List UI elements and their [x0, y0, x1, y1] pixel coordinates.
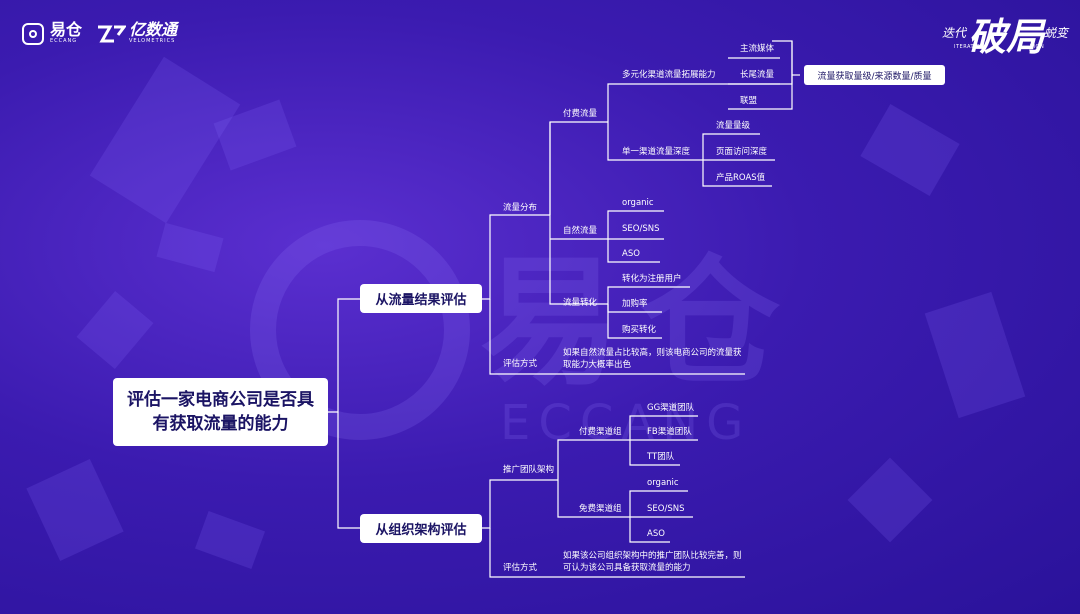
- node-traffic-distribution: 流量分布: [503, 203, 538, 213]
- corner-main-text: 破局: [968, 14, 1045, 59]
- velometrics-logo-icon: [98, 25, 126, 42]
- node-gg-team: GG渠道团队: [647, 403, 695, 413]
- node-add-to-cart: 加购率: [622, 299, 648, 309]
- result-box-label: 流量获取量级/来源数量/质量: [817, 71, 932, 82]
- corner-sub-right: TION: [1030, 44, 1045, 50]
- eccang-logo-sub: ECCANG: [50, 38, 78, 44]
- node-eval-method: 评估方式: [503, 359, 538, 369]
- node-purchase: 购买转化: [622, 325, 657, 335]
- root-label: 评估一家电商公司是否具有获取流量的能力: [127, 390, 314, 434]
- node-conversion: 流量转化: [563, 298, 598, 308]
- node-org-note: 如果该公司组织架构中的推广团队比较完善，则可认为该公司具备获取流量的能力: [563, 551, 742, 573]
- node-traffic-note: 如果自然流量占比较高，则该电商公司的流量获取能力大概率出色: [563, 348, 742, 370]
- node-aso-2: ASO: [647, 529, 665, 539]
- node-promo-team: 推广团队架构: [503, 465, 555, 475]
- node-seo-sns-2: SEO/SNS: [647, 504, 685, 514]
- eccang-logo-text: 易仓: [50, 20, 83, 39]
- node-page-depth: 页面访问深度: [716, 147, 768, 157]
- corner-sub-left: ITERATION: [954, 44, 985, 50]
- node-free-group: 免费渠道组: [579, 504, 622, 514]
- node-single-channel: 单一渠道流量深度: [622, 147, 691, 157]
- node-seo-sns: SEO/SNS: [622, 224, 660, 234]
- velometrics-logo-sub: VELOMETRICS: [129, 38, 176, 44]
- node-mainstream-media: 主流媒体: [740, 44, 775, 54]
- branch-traffic-label: 从流量结果评估: [375, 293, 467, 308]
- node-tt-team: TT团队: [647, 452, 675, 462]
- node-long-tail: 长尾流量: [740, 70, 775, 80]
- root-node: 评估一家电商公司是否具有获取流量的能力: [113, 378, 328, 446]
- velometrics-logo: 亿数通 VELOMETRICS: [96, 22, 177, 45]
- node-paid-group: 付费渠道组: [579, 427, 622, 437]
- eccang-logo: 易仓 ECCANG: [22, 22, 82, 45]
- eccang-logo-icon: [22, 22, 44, 45]
- node-paid-traffic: 付费流量: [563, 109, 598, 119]
- node-natural-traffic: 自然流量: [563, 226, 598, 236]
- corner-right-text: 蜕变: [1044, 26, 1069, 40]
- result-box: 流量获取量级/来源数量/质量: [804, 65, 945, 85]
- corner-left-text: 迭代: [942, 26, 967, 40]
- corner-title: 迭代 破局 蜕变 ITERATION TION: [940, 6, 1072, 66]
- node-aso: ASO: [622, 249, 640, 259]
- node-to-register: 转化为注册用户: [622, 274, 682, 284]
- node-roas: 产品ROAS值: [716, 173, 766, 183]
- node-fb-team: FB渠道团队: [647, 427, 692, 437]
- node-multi-channel: 多元化渠道流量拓展能力: [622, 70, 716, 80]
- branch-traffic-node: 从流量结果评估: [360, 284, 482, 313]
- branch-org-node: 从组织架构评估: [360, 514, 482, 543]
- branch-org-label: 从组织架构评估: [375, 523, 467, 538]
- node-eval-method-2: 评估方式: [503, 563, 538, 573]
- node-organic: organic: [622, 198, 654, 208]
- velometrics-logo-text: 亿数通: [129, 20, 178, 39]
- node-organic-2: organic: [647, 478, 679, 488]
- node-traffic-level: 流量量级: [716, 121, 751, 131]
- node-alliance: 联盟: [740, 96, 758, 106]
